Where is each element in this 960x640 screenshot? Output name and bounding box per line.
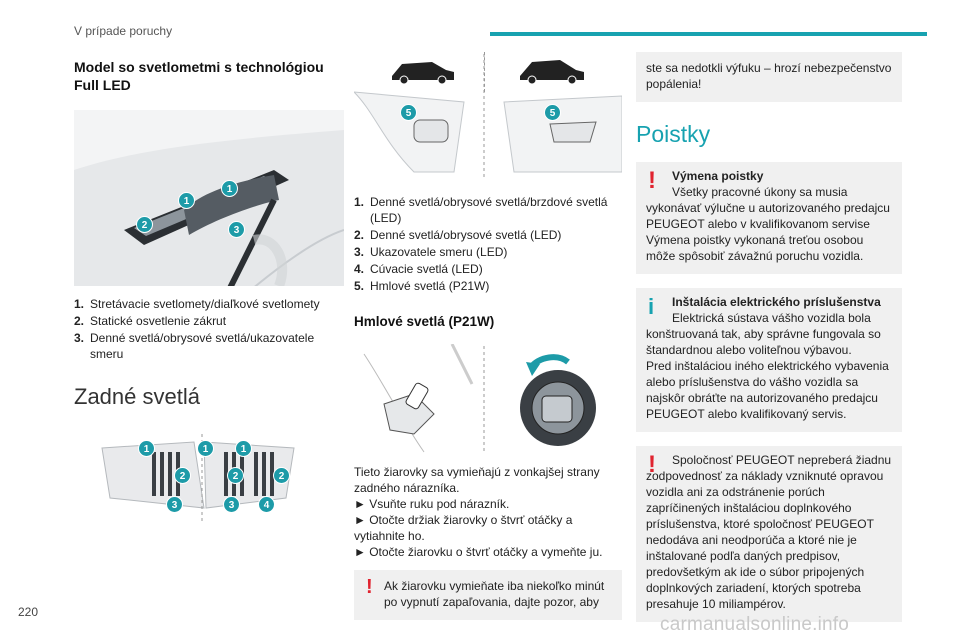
callout-badge: 3 [223,496,240,513]
page-number: 220 [18,605,39,619]
info-icon: i [648,294,655,319]
instruction-step: ► Vsuňte ruku pod nárazník. [354,497,510,511]
header-accent-bar [490,32,927,36]
list-item: 5.Hmlové svetlá (P21W) [354,279,490,293]
callout-badge: 2 [227,467,244,484]
callout-badge: 1 [221,180,238,197]
callout-badge: 2 [136,216,153,233]
callout-badge: 4 [258,496,275,513]
list-item: 2.Statické osvetlenie zákrut [74,314,227,328]
note-title: Výmena poistky [672,169,764,183]
note-text: Všetky pracovné úkony sa musia vykonávať… [646,185,890,263]
note-text: Spoločnosť PEUGEOT nepreberá žiadnu zodp… [646,453,892,611]
warning-note-fuse-replacement: ! Výmena poistky Všetky pracovné úkony s… [636,162,902,274]
column-right: ste sa nedotkli výfuku – hrozí nebezpeče… [636,52,902,622]
list-item: 2.Denné svetlá/obrysové svetlá (LED) [354,228,562,242]
fog-bulb-replacement-figure [354,344,622,454]
note-title: Inštalácia elektrického príslušenstva [672,295,881,309]
header-section-title: V prípade poruchy [74,24,173,38]
paragraph: Tieto žiarovky sa vymieňajú z vonkajšej … [354,465,600,495]
section-title-fuses: Poistky [636,121,711,147]
divider [484,52,485,92]
list-item: 1.Stretávacie svetlomety/diaľkové svetlo… [74,297,320,311]
watermark: carmanualsonline.info [660,614,850,635]
callout-badge: 1 [138,440,155,457]
warning-text-continued: ste sa nedotkli výfuku – hrozí nebezpeče… [646,61,892,91]
column-middle: 5 5 1.Denné svetlá/obrysové svetlá/brzdo… [354,52,622,620]
callout-badge: 2 [273,467,290,484]
callout-badge: 1 [235,440,252,457]
warning-exclamation-icon: ! [366,576,373,598]
section-title-full-led: Model so svetlometmi s technológiou Full… [74,59,324,93]
front-lights-list: 1.Stretávacie svetlomety/diaľkové svetlo… [74,296,344,362]
callout-badge: 5 [544,104,561,121]
bulb-replacement-illustration [363,344,596,453]
fog-lights-illustration [354,54,622,180]
rear-lights-list: 1.Denné svetlá/obrysové svetlá/brzdové s… [354,194,622,294]
callout-badge: 3 [166,496,183,513]
warning-exclamation-icon: ! [648,167,656,194]
warning-note-hot-exhaust: ! Ak žiarovku vymieňate iba niekoľko min… [354,570,622,620]
front-headlight-figure: 1 1 2 3 [74,110,344,286]
instruction-step: ► Otočte žiarovku o štvrť otáčky a vymeň… [354,545,603,559]
warning-exclamation-icon: ! [648,451,656,478]
note-text: Elektrická sústava vášho vozidla bola ko… [646,311,881,357]
list-item: 3.Denné svetlá/obrysové svetlá/ukazovate… [74,331,315,361]
front-headlight-illustration [74,110,344,286]
rear-lights-figure: 1 1 1 2 2 2 3 3 4 [74,428,344,528]
warning-note-continued: ste sa nedotkli výfuku – hrozí nebezpeče… [636,52,902,102]
warning-note-liability: ! Spoločnosť PEUGEOT nepreberá žiadnu zo… [636,446,902,622]
info-note-accessories: i Inštalácia elektrického príslušenstva … [636,288,902,432]
callout-badge: 1 [178,192,195,209]
list-item: 1.Denné svetlá/obrysové svetlá/brzdové s… [354,195,608,225]
list-item: 3.Ukazovatele smeru (LED) [354,245,508,259]
column-left: Model so svetlometmi s technológiou Full… [74,58,344,528]
callout-badge: 2 [174,467,191,484]
fog-lights-location-figure: 5 5 [354,52,622,182]
callout-badge: 1 [197,440,214,457]
note-text: Pred inštaláciou iného elektrického vyba… [646,359,889,421]
instruction-step: ► Otočte držiak žiarovky o štvrť otáčky … [354,513,573,543]
fog-instructions: Tieto žiarovky sa vymieňajú z vonkajšej … [354,464,622,560]
warning-text: Ak žiarovku vymieňate iba niekoľko minút… [384,579,605,609]
callout-badge: 3 [228,221,245,238]
callout-badge: 5 [400,104,417,121]
list-item: 4.Cúvacie svetlá (LED) [354,262,483,276]
section-title-fog-lights: Hmlové svetlá (P21W) [354,314,495,329]
section-title-rear-lights: Zadné svetlá [74,384,200,409]
